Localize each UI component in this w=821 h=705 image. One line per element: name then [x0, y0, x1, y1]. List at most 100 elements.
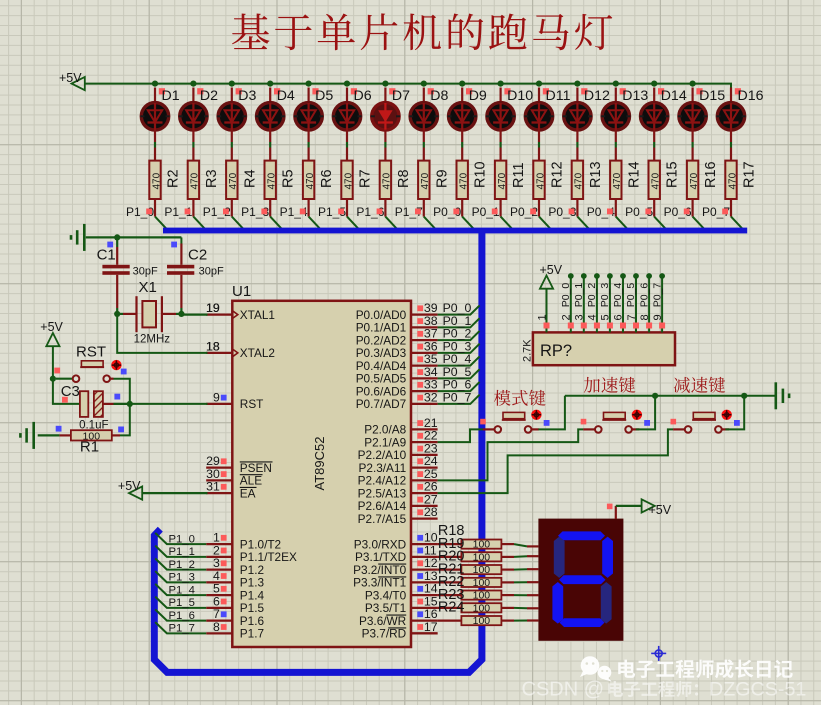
svg-text:23: 23	[424, 441, 438, 455]
svg-text:470: 470	[382, 172, 393, 189]
svg-text:R12: R12	[550, 161, 566, 188]
svg-text:P0_1: P0_1	[573, 283, 585, 308]
svg-text:30: 30	[206, 467, 220, 481]
svg-text:AT89C52: AT89C52	[312, 437, 327, 491]
svg-text:25: 25	[424, 467, 438, 481]
svg-text:8: 8	[213, 620, 220, 634]
svg-text:P0_5: P0_5	[443, 365, 472, 379]
svg-text:P1.6: P1.6	[240, 614, 265, 628]
svg-text:16: 16	[424, 607, 438, 621]
svg-text:D7: D7	[392, 88, 410, 104]
svg-text:470: 470	[651, 172, 662, 189]
svg-text:R13: R13	[588, 161, 604, 188]
svg-text:14: 14	[424, 582, 438, 596]
svg-text:P0_5: P0_5	[625, 283, 637, 308]
svg-text:P0_1: P0_1	[443, 314, 472, 328]
svg-text:1: 1	[213, 531, 220, 545]
svg-text:29: 29	[206, 454, 220, 468]
svg-text:R5: R5	[281, 169, 297, 188]
svg-text:P0.5/AD5: P0.5/AD5	[356, 372, 407, 386]
svg-text:C1: C1	[97, 247, 116, 264]
svg-text:P2.1/A9: P2.1/A9	[364, 435, 406, 449]
svg-text:28: 28	[424, 505, 438, 519]
svg-text:P1_3: P1_3	[169, 572, 195, 584]
svg-text:R16: R16	[703, 161, 719, 188]
svg-text:13: 13	[424, 569, 438, 583]
svg-text:8: 8	[639, 314, 651, 320]
svg-text:470: 470	[267, 172, 278, 189]
svg-text:RST: RST	[76, 344, 106, 361]
svg-text:D4: D4	[277, 88, 295, 104]
svg-text:P1_6: P1_6	[169, 610, 195, 622]
svg-text:P0.6/AD6: P0.6/AD6	[356, 384, 407, 398]
svg-text:6: 6	[613, 314, 625, 320]
svg-text:P0_4: P0_4	[443, 352, 472, 366]
svg-text:4: 4	[587, 314, 599, 320]
svg-text:P2.2/A10: P2.2/A10	[358, 448, 407, 462]
svg-text:R21: R21	[438, 562, 465, 578]
svg-text:P0_4: P0_4	[612, 283, 624, 308]
svg-text:X1: X1	[139, 279, 157, 296]
svg-text:+5V: +5V	[540, 263, 563, 277]
svg-text:P3.6/WR: P3.6/WR	[359, 614, 406, 628]
svg-text:U1: U1	[232, 283, 251, 300]
svg-text:P0_2: P0_2	[443, 327, 472, 341]
svg-text:EA: EA	[240, 486, 256, 500]
svg-text:100: 100	[83, 430, 101, 442]
svg-text:P0_2: P0_2	[586, 283, 598, 308]
svg-text:9: 9	[213, 390, 220, 404]
svg-text:R3: R3	[204, 169, 220, 188]
svg-text:P2.6/A14: P2.6/A14	[358, 499, 407, 513]
svg-text:7: 7	[213, 607, 220, 621]
svg-text:R6: R6	[319, 169, 335, 188]
svg-text:P3.0/RXD: P3.0/RXD	[354, 537, 406, 551]
svg-text:P1.2: P1.2	[240, 563, 264, 577]
svg-text:P0_0: P0_0	[560, 283, 572, 308]
svg-text:39: 39	[424, 301, 438, 315]
svg-text:RP?: RP?	[540, 342, 572, 360]
svg-text:470: 470	[574, 172, 585, 189]
svg-text:R23: R23	[438, 587, 465, 603]
svg-text:P2.3/A11: P2.3/A11	[359, 461, 407, 475]
svg-text:D16: D16	[738, 88, 764, 104]
svg-text:R8: R8	[396, 169, 412, 188]
svg-text:P1.5: P1.5	[240, 601, 265, 615]
svg-text:D10: D10	[507, 88, 533, 104]
svg-text:18: 18	[206, 339, 220, 353]
svg-text:P0_6: P0_6	[443, 378, 472, 392]
svg-text:D8: D8	[430, 88, 448, 104]
svg-text:R1: R1	[80, 439, 99, 456]
svg-text:R15: R15	[665, 161, 681, 188]
svg-text:11: 11	[424, 543, 437, 557]
svg-text:100: 100	[473, 552, 491, 564]
svg-text:P0.1/AD1: P0.1/AD1	[356, 321, 407, 335]
svg-text:2: 2	[561, 314, 573, 320]
svg-text:470: 470	[535, 172, 546, 189]
svg-text:470: 470	[151, 172, 162, 189]
svg-text:P0_7: P0_7	[443, 390, 472, 404]
svg-text:R24: R24	[438, 600, 465, 616]
svg-text:P1.3: P1.3	[240, 576, 265, 590]
svg-text:470: 470	[305, 172, 316, 189]
svg-text:100: 100	[473, 539, 491, 551]
svg-text:470: 470	[228, 172, 239, 189]
svg-text:9: 9	[652, 314, 664, 320]
svg-text:PSEN: PSEN	[240, 461, 272, 475]
svg-text:470: 470	[612, 172, 623, 189]
svg-text:5: 5	[600, 314, 612, 320]
svg-text:D6: D6	[354, 88, 372, 104]
svg-text:100: 100	[473, 577, 491, 589]
svg-text:D15: D15	[699, 88, 725, 104]
svg-text:P1.1/T2EX: P1.1/T2EX	[240, 550, 297, 564]
svg-text:10: 10	[424, 531, 438, 545]
svg-text:P2.4/A12: P2.4/A12	[358, 474, 407, 488]
svg-text:18: 18	[206, 339, 220, 353]
svg-text:P1_1: P1_1	[169, 546, 195, 558]
svg-text:P3.2/INT0: P3.2/INT0	[353, 563, 407, 577]
svg-text:32: 32	[424, 390, 438, 404]
svg-text:+5V: +5V	[649, 503, 672, 517]
svg-text:D12: D12	[584, 88, 610, 104]
svg-text:P2.0/A8: P2.0/A8	[364, 423, 406, 437]
svg-text:R19: R19	[438, 536, 465, 552]
svg-text:33: 33	[424, 378, 438, 392]
